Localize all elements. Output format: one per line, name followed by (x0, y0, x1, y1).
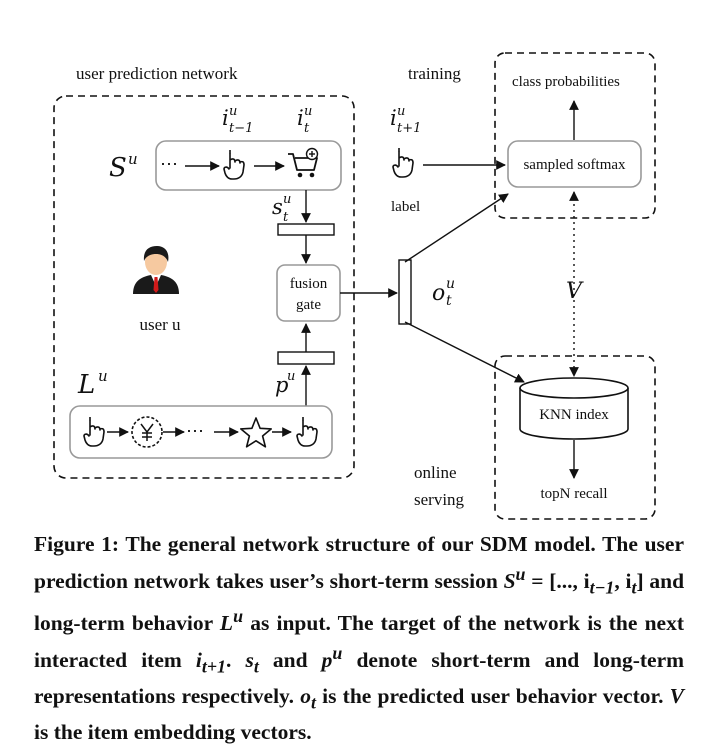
svg-text:s: s (272, 195, 283, 219)
svg-text:u: u (446, 276, 455, 292)
output-to-knn-arrow (404, 321, 525, 383)
fusion-gate-line1: fusion (290, 276, 328, 292)
user-label: user u (139, 315, 181, 334)
short-term-vector (277, 223, 335, 236)
caption-seq: = [..., i (531, 568, 590, 593)
svg-text:i: i (222, 106, 229, 130)
svg-text:u: u (287, 369, 295, 384)
caption-text-4: and (272, 648, 308, 673)
short-term-rep-symbol: s u t (272, 192, 291, 225)
session-dots: ⋯ (160, 154, 178, 174)
user-avatar-icon (133, 246, 179, 294)
training-title: training (408, 64, 461, 83)
output-to-softmax-arrow (404, 193, 509, 263)
svg-text:u: u (283, 192, 291, 207)
caption-text-7: is the item embedding vectors. (34, 719, 312, 744)
user-prediction-network-title: user prediction network (76, 64, 238, 83)
svg-text:t: t (304, 121, 310, 136)
v-label: V (566, 279, 584, 304)
output-symbol: o u t (432, 276, 455, 309)
session-symbol: S u (109, 150, 138, 183)
svg-text:t+1: t+1 (397, 121, 421, 136)
next-item-symbol: i u t+1 (390, 104, 421, 136)
longterm-dots: ⋯ (186, 421, 204, 441)
caption-text-2: ] and long-term behavior (34, 568, 685, 636)
svg-text:S: S (109, 153, 127, 183)
longterm-hand-icon-1 (83, 417, 105, 447)
knn-index-cylinder (519, 377, 629, 440)
fusion-gate-line2: gate (296, 297, 321, 313)
yuan-coin-icon (131, 416, 163, 448)
sampled-softmax-label: sampled softmax (523, 157, 626, 173)
figure-label: Figure 1: (34, 532, 120, 556)
svg-text:u: u (128, 150, 138, 168)
svg-text:t: t (283, 210, 289, 225)
svg-text:o: o (432, 281, 445, 306)
long-term-rep-symbol: p u (275, 369, 295, 397)
caption-text-6: is the predicted user behavior vector. (322, 684, 664, 709)
star-icon (240, 417, 273, 448)
figure-caption: Figure 1: The general network structure … (34, 532, 685, 744)
svg-text:u: u (98, 367, 108, 385)
longterm-hand-icon-2 (296, 417, 318, 447)
serving-title: serving (414, 490, 465, 509)
svg-text:i: i (297, 106, 304, 130)
long-term-symbol: L u (77, 367, 108, 400)
knn-index-label: KNN index (539, 407, 609, 423)
caption-text-1: The general network structure of our SDM… (34, 532, 684, 593)
svg-text:u: u (397, 104, 405, 119)
current-item-symbol: i u t (297, 104, 312, 136)
svg-text:t: t (446, 293, 452, 309)
caption-text-3: as input. The target of the network is t… (34, 611, 684, 673)
short-term-session-box (155, 140, 342, 191)
svg-text:u: u (229, 104, 237, 119)
sampled-softmax-box (507, 140, 642, 188)
user-prediction-network-container (53, 95, 355, 479)
serving-container (494, 355, 656, 520)
output-vector (398, 259, 412, 325)
svg-text:t−1: t−1 (229, 121, 253, 136)
caption-text-5: denote short-term and long-term represen… (34, 648, 685, 709)
session-hand-icon (223, 150, 245, 180)
svg-text:p: p (275, 373, 288, 397)
online-title: online (414, 463, 457, 482)
label-text: label (391, 199, 420, 215)
long-term-behavior-box (69, 405, 333, 459)
prev-item-symbol: i u t−1 (222, 104, 253, 136)
label-hand-icon (392, 148, 414, 178)
long-term-vector (277, 351, 335, 365)
class-probabilities-label: class probabilities (512, 74, 620, 90)
svg-text:i: i (390, 106, 397, 130)
cart-icon (288, 147, 319, 178)
svg-text:u: u (304, 104, 312, 119)
topn-recall-label: topN recall (540, 486, 607, 502)
svg-text:L: L (77, 370, 95, 400)
